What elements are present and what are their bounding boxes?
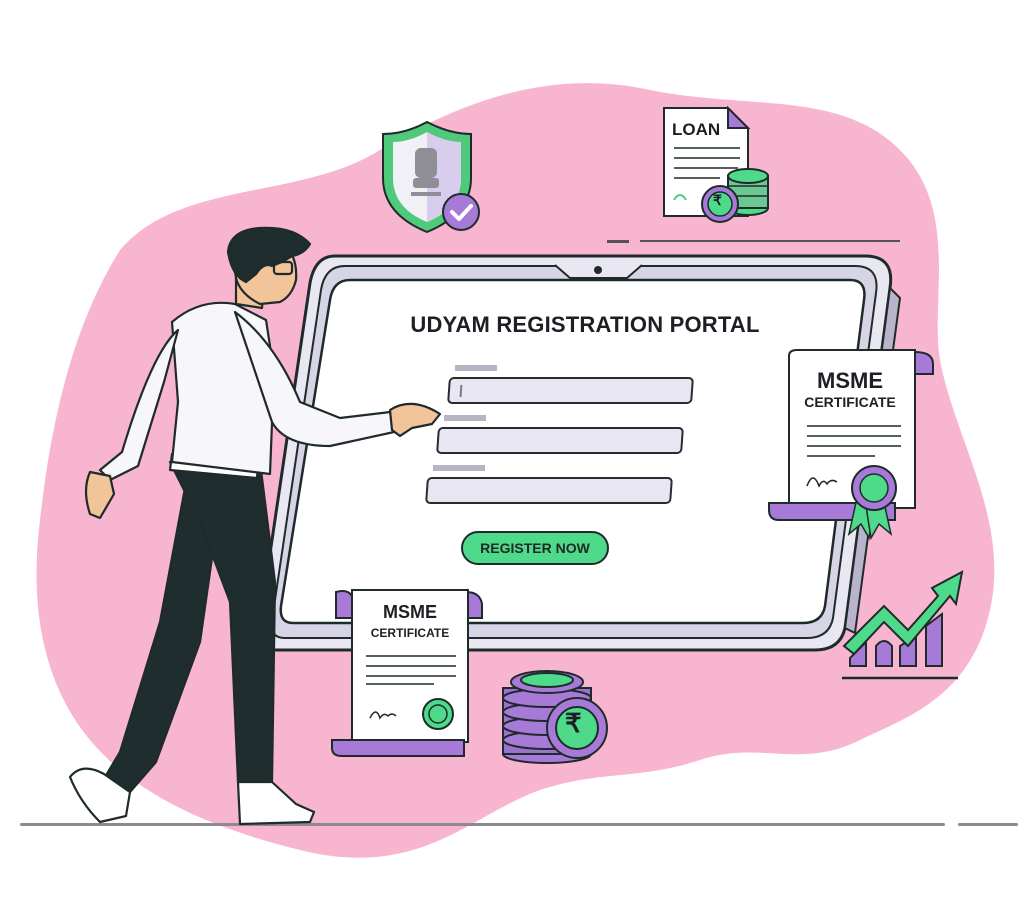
field-label-3 (433, 465, 485, 471)
input-field-1[interactable] (447, 377, 694, 404)
growth-chart-icon (842, 570, 964, 680)
certificate-right-line1: MSME (817, 368, 883, 393)
floor-line-segment (958, 823, 1018, 826)
certificate-left-line2: CERTIFICATE (370, 626, 450, 640)
loan-document-icon (663, 105, 769, 223)
certificate-icon-right (768, 349, 934, 541)
shield-check-icon (382, 120, 480, 234)
loan-rupee-symbol: ₹ (713, 192, 722, 208)
input-field-3[interactable] (425, 477, 673, 504)
input-field-2[interactable] (436, 427, 684, 454)
register-now-button[interactable]: REGISTER NOW (461, 531, 609, 565)
certificate-right-line2: CERTIFICATE (804, 394, 896, 410)
person-illustration (68, 226, 442, 826)
certificate-icon-left (331, 589, 483, 757)
text-cursor (459, 385, 463, 397)
field-label-1 (455, 365, 497, 371)
loan-title: LOAN (672, 120, 721, 139)
coin-rupee-symbol: ₹ (565, 708, 582, 738)
rupee-coin-icon (502, 670, 608, 764)
portal-title: UDYAM REGISTRATION PORTAL (410, 312, 760, 337)
floor-line (20, 823, 945, 826)
field-label-2 (444, 415, 486, 421)
certificate-left-line1: MSME (383, 602, 437, 622)
